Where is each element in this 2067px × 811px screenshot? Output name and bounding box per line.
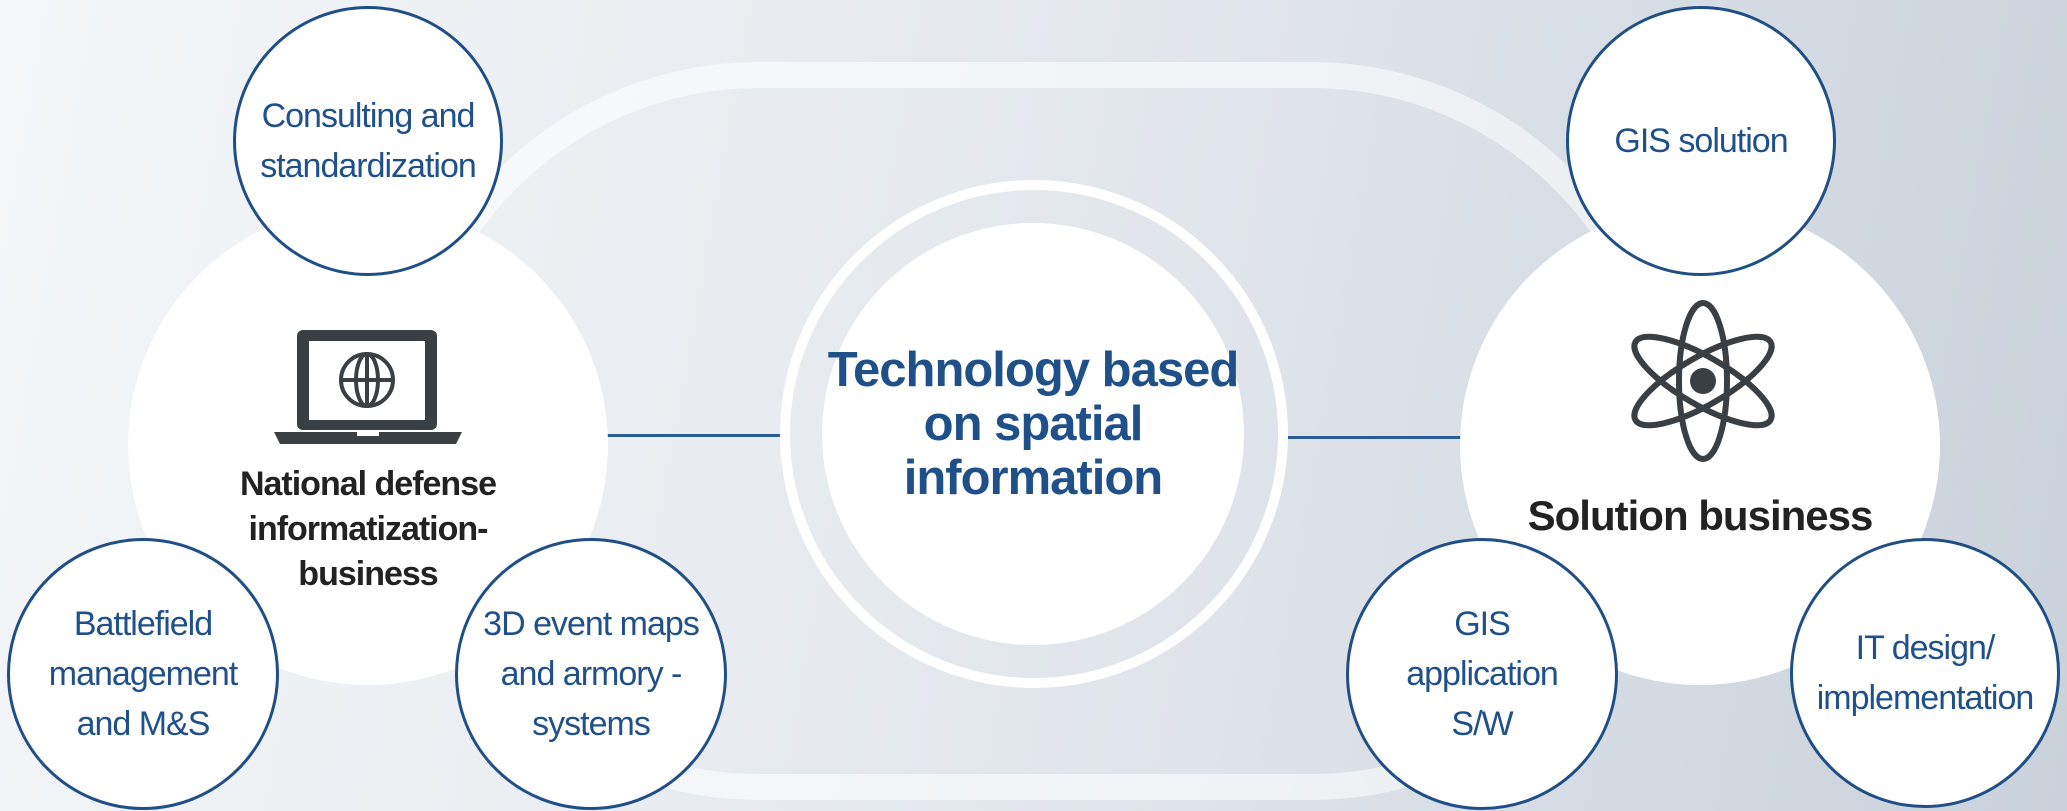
bubble-gis-application: GIS application S/W — [1346, 538, 1618, 810]
bubble-gis-solution-label: GIS solution — [1614, 122, 1788, 160]
bubble-it-design-label: IT design/ implementation — [1816, 629, 2035, 717]
right-business-title: Solution business — [1527, 492, 1874, 539]
bubble-3d-event-maps: 3D event maps and armory - systems — [455, 538, 727, 810]
center-circle — [822, 223, 1244, 645]
bubble-it-design: IT design/ implementation — [1790, 538, 2060, 808]
left-connector-line — [572, 434, 780, 437]
bubble-battlefield: Battlefield management and M&S — [7, 538, 279, 810]
bubble-gis-solution: GIS solution — [1566, 6, 1836, 276]
bubble-3d-event-maps-label: 3D event maps and armory - systems — [483, 605, 700, 743]
bubble-consulting: Consulting and standardization — [233, 6, 503, 276]
left-business-title: National defense informatization-busines… — [239, 465, 497, 593]
laptop-globe-icon — [272, 328, 464, 446]
bubble-battlefield-label: Battlefield management and M&S — [48, 605, 238, 743]
center-outer-ring — [780, 180, 1288, 688]
bubble-consulting-label: Consulting and standardization — [260, 97, 477, 185]
bubble-gis-application-label: GIS application S/W — [1406, 605, 1559, 743]
right-connector-line — [1288, 436, 1496, 439]
center-title: Technology based on spatial information — [827, 343, 1240, 505]
atom-icon — [1627, 296, 1779, 466]
